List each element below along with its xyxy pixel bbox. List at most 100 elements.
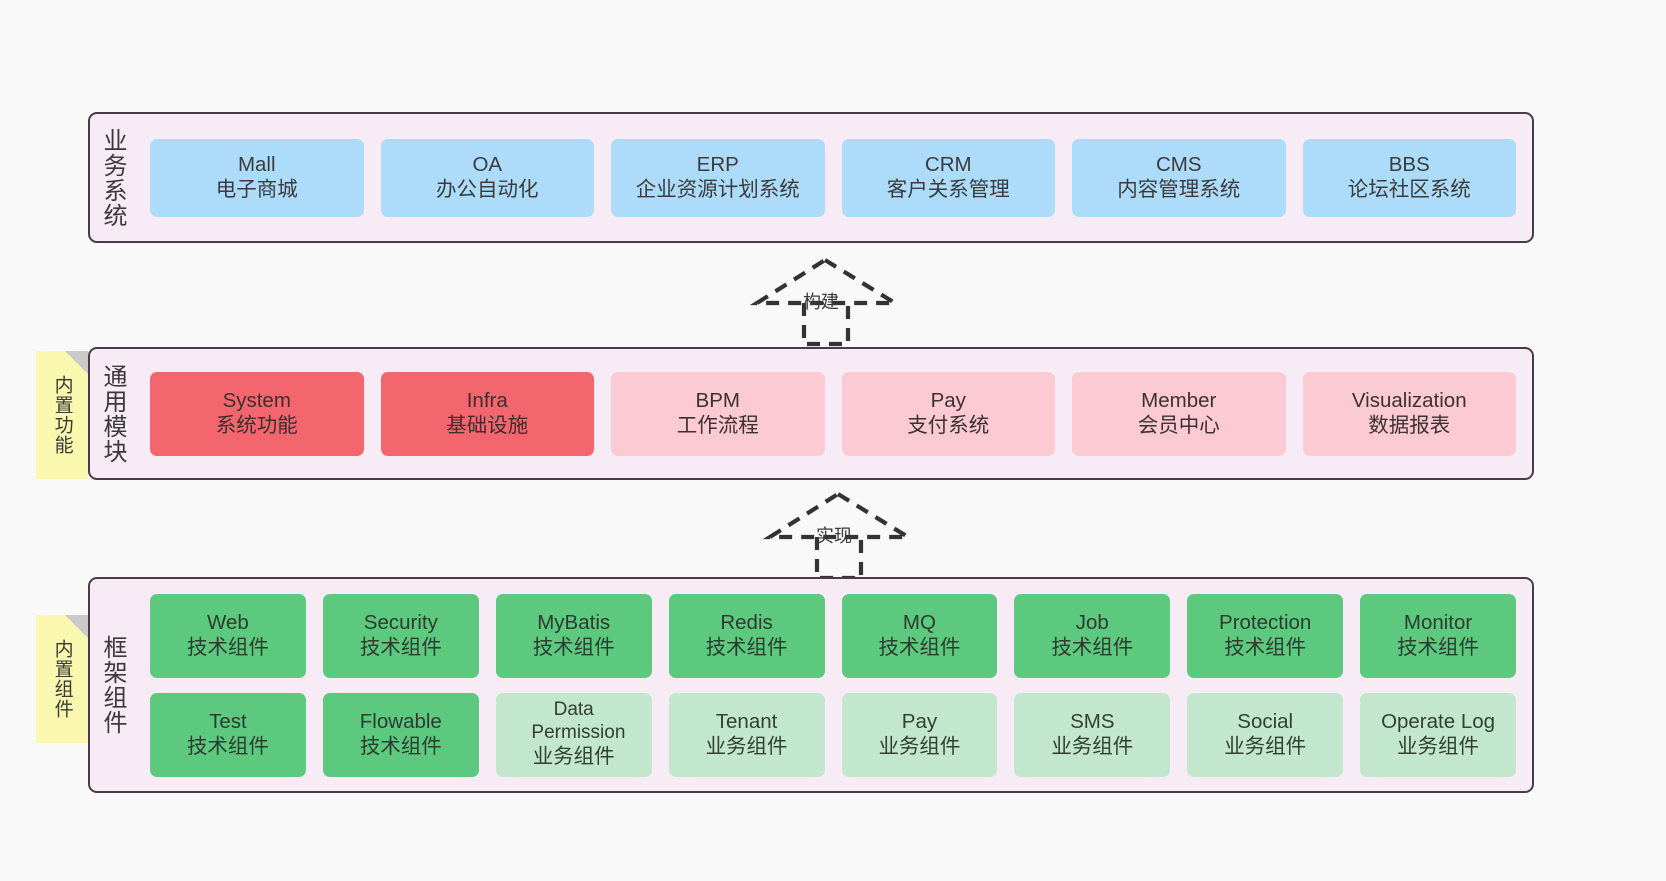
node-subtitle: 办公自动化 [436, 177, 539, 201]
layer-business-systems[interactable]: 业务系统 Mall 电子商城 OA 办公自动化 ERP 企业资源计划系统 CRM… [88, 112, 1534, 243]
layer-label-common-modules: 通用模块 [98, 363, 126, 464]
connector-label-build: 构建 [803, 292, 839, 312]
node-subtitle: 论坛社区系统 [1347, 177, 1471, 201]
layer-framework-components[interactable]: 框架组件 Web 技术组件 Security 技术组件 MyBatis 技术组件… [88, 577, 1534, 793]
layer-body-common-modules: System 系统功能 Infra 基础设施 BPM 工作流程 Pay 支付系统… [134, 349, 1532, 478]
node-subtitle: 电子商城 [215, 177, 298, 201]
node-subtitle: 技术组件 [186, 734, 269, 758]
node-bbs[interactable]: BBS 论坛社区系统 [1302, 138, 1516, 217]
note-fold-corner-icon [65, 615, 88, 638]
layer-common-modules[interactable]: 通用模块 System 系统功能 Infra 基础设施 BPM 工作流程 Pay… [88, 347, 1534, 480]
node-title: BPM [695, 388, 740, 412]
node-subtitle: 技术组件 [186, 635, 269, 659]
node-title: Visualization [1351, 388, 1467, 412]
node-title: Tenant [715, 709, 778, 733]
node-title: Protection [1219, 610, 1312, 634]
node-crm[interactable]: CRM 客户关系管理 [841, 138, 1055, 217]
node-web[interactable]: Web 技术组件 [150, 593, 306, 678]
node-subtitle: 技术组件 [705, 635, 788, 659]
node-test[interactable]: Test 技术组件 [150, 692, 306, 777]
node-redis[interactable]: Redis 技术组件 [668, 593, 825, 678]
node-infra[interactable]: Infra 基础设施 [380, 371, 594, 456]
node-title: OA [472, 152, 503, 176]
layer-label-business-systems: 业务系统 [98, 127, 126, 228]
node-subtitle: 工作流程 [676, 413, 759, 437]
node-subtitle: 技术组件 [359, 635, 442, 659]
node-title: System [222, 388, 291, 412]
node-pay-module[interactable]: Pay 支付系统 [841, 371, 1055, 456]
node-sms[interactable]: SMS 业务组件 [1014, 692, 1171, 777]
node-subtitle: 业务组件 [705, 734, 788, 758]
node-title: ERP [696, 152, 739, 176]
node-subtitle: 技术组件 [359, 734, 442, 758]
node-cms[interactable]: CMS 内容管理系统 [1072, 138, 1286, 217]
node-job[interactable]: Job 技术组件 [1014, 593, 1171, 678]
node-title: Mall [237, 152, 276, 176]
node-row: Web 技术组件 Security 技术组件 MyBatis 技术组件 Redi… [150, 593, 1516, 678]
node-title: Member [1141, 388, 1217, 412]
node-title: Security [363, 610, 438, 634]
node-subtitle: 客户关系管理 [886, 177, 1010, 201]
node-subtitle: 业务组件 [1224, 734, 1307, 758]
node-subtitle: 技术组件 [1051, 635, 1134, 659]
node-row: Test 技术组件 Flowable 技术组件 Data Permission … [150, 692, 1516, 777]
node-flowable[interactable]: Flowable 技术组件 [322, 692, 479, 777]
node-erp[interactable]: ERP 企业资源计划系统 [611, 138, 825, 217]
node-tenant[interactable]: Tenant 业务组件 [668, 692, 825, 777]
node-subtitle: 业务组件 [1051, 734, 1134, 758]
node-title: MyBatis [537, 610, 611, 634]
connector-label-implement: 实现 [816, 526, 852, 546]
node-title: Pay [901, 709, 938, 733]
node-subtitle: 内容管理系统 [1117, 177, 1241, 201]
node-title: CMS [1155, 152, 1202, 176]
node-visualization[interactable]: Visualization 数据报表 [1302, 371, 1516, 456]
node-title: BBS [1388, 152, 1430, 176]
node-security[interactable]: Security 技术组件 [322, 593, 479, 678]
node-title: MQ [902, 610, 936, 634]
node-title: Social [1237, 709, 1294, 733]
node-protection[interactable]: Protection 技术组件 [1187, 593, 1344, 678]
node-social[interactable]: Social 业务组件 [1187, 692, 1344, 777]
note-builtin-components[interactable]: 内置组件 [36, 615, 88, 743]
connector-build: 构建 [749, 257, 905, 347]
node-title: SMS [1070, 709, 1115, 733]
node-title: Monitor [1403, 610, 1473, 634]
node-subtitle: 基础设施 [446, 413, 529, 437]
node-subtitle: 数据报表 [1368, 413, 1451, 437]
node-row: Mall 电子商城 OA 办公自动化 ERP 企业资源计划系统 CRM 客户关系… [150, 138, 1516, 217]
connector-implement: 实现 [762, 491, 918, 581]
node-title: Web [207, 610, 249, 634]
note-label: 内置组件 [51, 639, 73, 719]
node-subtitle: 技术组件 [878, 635, 961, 659]
node-operate-log[interactable]: Operate Log 业务组件 [1360, 692, 1516, 777]
note-builtin-features[interactable]: 内置功能 [36, 351, 88, 479]
node-title: CRM [924, 152, 972, 176]
note-fold-corner-icon [65, 351, 88, 374]
node-title: Test [209, 709, 247, 733]
node-pay-component[interactable]: Pay 业务组件 [841, 692, 998, 777]
note-label: 内置功能 [51, 375, 73, 455]
node-subtitle: 支付系统 [907, 413, 990, 437]
node-subtitle: 技术组件 [532, 635, 615, 659]
node-title: Operate Log [1381, 709, 1496, 733]
node-subtitle: 企业资源计划系统 [635, 177, 800, 201]
node-member[interactable]: Member 会员中心 [1072, 371, 1286, 456]
node-mybatis[interactable]: MyBatis 技术组件 [495, 593, 652, 678]
node-monitor[interactable]: Monitor 技术组件 [1360, 593, 1516, 678]
node-data-permission[interactable]: Data Permission 业务组件 [495, 692, 652, 777]
node-system[interactable]: System 系统功能 [150, 371, 364, 456]
node-subtitle: 系统功能 [215, 413, 298, 437]
layer-body-framework-components: Web 技术组件 Security 技术组件 MyBatis 技术组件 Redi… [134, 579, 1532, 791]
node-title: Pay [930, 388, 966, 412]
node-title: Flowable [359, 709, 442, 733]
node-title: Job [1075, 610, 1109, 634]
node-oa[interactable]: OA 办公自动化 [380, 138, 594, 217]
node-subtitle: 业务组件 [878, 734, 961, 758]
node-mq[interactable]: MQ 技术组件 [841, 593, 998, 678]
node-mall[interactable]: Mall 电子商城 [150, 138, 364, 217]
node-title: Infra [466, 388, 508, 412]
node-title: Data Permission [531, 699, 626, 744]
node-bpm[interactable]: BPM 工作流程 [611, 371, 825, 456]
layer-body-business-systems: Mall 电子商城 OA 办公自动化 ERP 企业资源计划系统 CRM 客户关系… [134, 114, 1532, 241]
